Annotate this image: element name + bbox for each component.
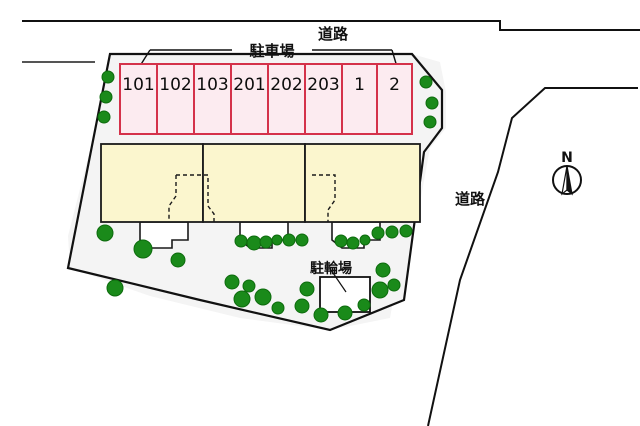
tree-icon: [357, 298, 371, 312]
tree-icon: [299, 281, 315, 297]
parking-stall-cell[interactable]: [119, 63, 158, 135]
tree-icon: [313, 307, 329, 323]
parking-stall-label: 101: [122, 75, 154, 95]
parking-stall[interactable]: 103: [193, 63, 232, 135]
tree-icon: [346, 236, 360, 250]
road-top-label: 道路: [318, 25, 349, 43]
tree-icon: [254, 288, 272, 306]
tree-icon: [97, 110, 111, 124]
tree-icon: [282, 233, 296, 247]
tree-group: [96, 70, 439, 323]
tree-icon: [385, 225, 399, 239]
tree-icon: [295, 233, 309, 247]
tree-icon: [387, 278, 401, 292]
tree-icon: [271, 234, 283, 246]
building-partition-dashed-b: [176, 174, 215, 222]
parking-stall-cell[interactable]: [156, 63, 195, 135]
parking-stall[interactable]: 101: [119, 63, 158, 135]
parking-stall-label: 1: [354, 75, 365, 95]
parking-stall[interactable]: 202: [267, 63, 306, 135]
parking-stall-label: 103: [196, 75, 228, 95]
building-block-center[interactable]: [202, 143, 306, 223]
right-road: [427, 87, 638, 426]
tree-icon: [106, 279, 124, 297]
top-road-far-edge: [22, 20, 640, 31]
tree-icon: [375, 262, 391, 278]
building-block-right[interactable]: [304, 143, 421, 223]
tree-icon: [234, 234, 248, 248]
parking-stall[interactable]: 201: [230, 63, 269, 135]
parking-stall-label: 102: [159, 75, 191, 95]
parking-lot-label: 駐車場: [249, 42, 294, 60]
parking-stall-label: 202: [270, 75, 302, 95]
tree-icon: [133, 239, 153, 259]
tree-icon: [337, 305, 353, 321]
parking-stall-cell[interactable]: [341, 63, 378, 135]
parking-stall-label: 201: [233, 75, 265, 95]
tree-icon: [99, 90, 113, 104]
tree-icon: [242, 279, 256, 293]
tree-icon: [399, 224, 413, 238]
tree-icon: [423, 115, 437, 129]
parking-stall-row: 101 102 103 201 202 203 1 2: [119, 63, 413, 135]
compass-needle-north-icon: [566, 165, 573, 196]
parking-stall-cell[interactable]: [376, 63, 413, 135]
parking-stall[interactable]: 1: [341, 63, 378, 135]
tree-icon: [419, 75, 433, 89]
tree-icon: [101, 70, 115, 84]
bicycle-parking-label: 駐輪場: [310, 260, 352, 277]
compass-north-label: N: [561, 150, 573, 166]
parking-stall-cell[interactable]: [304, 63, 343, 135]
tree-icon: [334, 234, 348, 248]
building-partition-dashed-a: [168, 175, 177, 222]
tree-icon: [371, 281, 389, 299]
tree-icon: [259, 235, 273, 249]
building-partition-dashed-c: [312, 174, 336, 222]
tree-icon: [425, 96, 439, 110]
tree-icon: [294, 298, 310, 314]
road-right-label: 道路: [455, 190, 486, 208]
parking-stall-label: 2: [389, 75, 400, 95]
building-block-left[interactable]: [100, 143, 204, 223]
building: [100, 143, 421, 249]
tree-icon: [96, 224, 114, 242]
bicycle-parking-leader-line: [330, 269, 347, 293]
tree-icon: [170, 252, 186, 268]
compass-rose: N: [552, 150, 582, 196]
right-road-edge: [427, 87, 638, 426]
tree-icon: [271, 301, 285, 315]
tree-icon: [359, 234, 371, 246]
tree-icon: [233, 290, 251, 308]
parking-stall[interactable]: 2: [376, 63, 413, 135]
tree-icon: [224, 274, 240, 290]
parking-stall-cell[interactable]: [230, 63, 269, 135]
tree-icon: [246, 235, 262, 251]
parking-stall-label: 203: [307, 75, 339, 95]
tree-icon: [371, 226, 385, 240]
parking-stall[interactable]: 203: [304, 63, 343, 135]
parking-stall[interactable]: 102: [156, 63, 195, 135]
top-road: [22, 20, 640, 63]
